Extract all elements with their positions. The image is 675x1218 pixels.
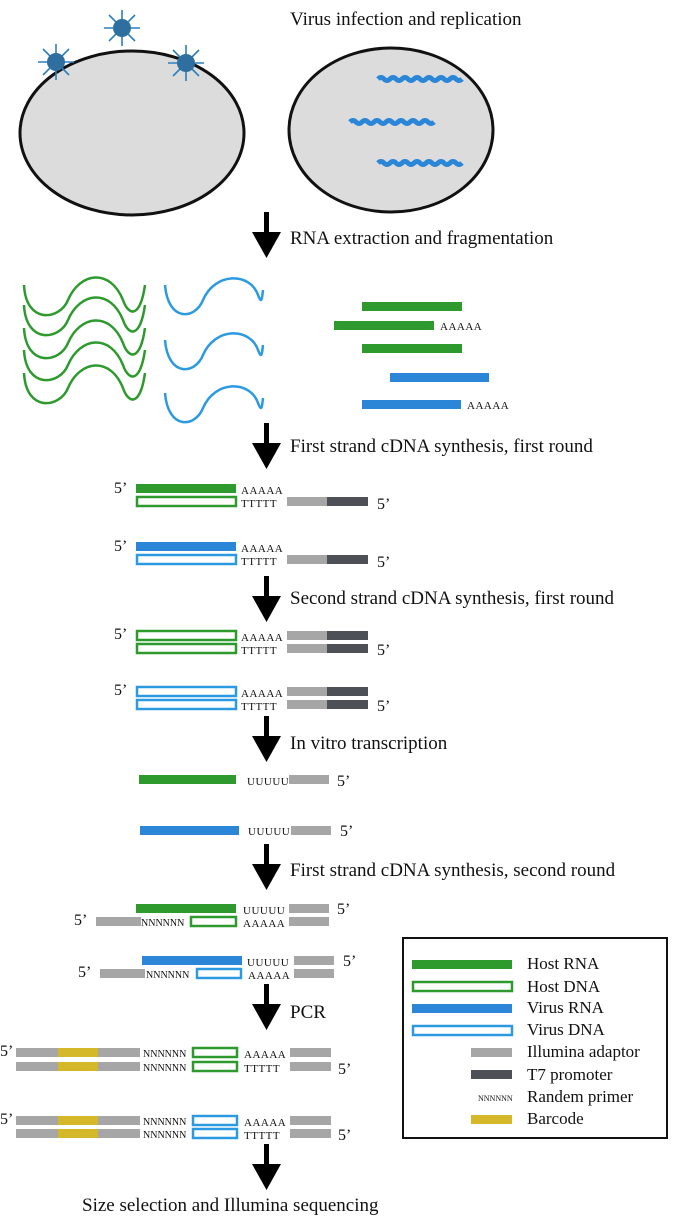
legend-swatch-barcode [471,1115,512,1124]
legend-swatch-host-rna [412,960,512,969]
five-prime-label: 5’ [377,496,390,513]
legend-virus-rna: Virus RNA [527,998,605,1017]
virus-double-strand-construct: 5’ AAAAA TTTTT 5’ [114,682,390,715]
legend-swatch-virus-rna [412,1004,512,1013]
step-title: Virus infection and replication [290,9,522,30]
polyA-label: AAAAA [244,1049,286,1061]
virus-first-strand-construct: 5’ AAAAA TTTTT 5’ [114,538,390,571]
virion-icon [104,10,140,46]
legend-random-primer: Randem primer [527,1087,634,1106]
polyA-label: AAAAA [241,543,283,555]
legend-host-rna: Host RNA [527,954,600,973]
down-arrow-icon [252,716,281,762]
polyU-label: UUUUU [243,905,285,917]
polyA-label: AAAAA [241,485,283,497]
fragmented-rna: AAAAA AAAAA [334,302,509,412]
down-arrow-icon [252,844,281,890]
viral-rna-strand [348,118,436,126]
random-primer-label: NNNNNN [143,1130,186,1141]
host-transcript: UUUUU 5’ [139,773,350,790]
replicating-cell [287,46,495,214]
five-prime-label: 5’ [338,1127,351,1144]
five-prime-label: 5’ [78,964,91,981]
host-double-strand-construct: 5’ AAAAA TTTTT 5’ [114,626,390,659]
step-title: In vitro transcription [290,733,448,754]
step-title: First strand cDNA synthesis, second roun… [290,860,616,881]
host-rna-waves [22,276,147,405]
virus-pcr-product: 5’ NNNNNN NNNNNN AAAAA TTTTT 5’ [0,1111,351,1144]
five-prime-label: 5’ [377,554,390,571]
polyT-label: TTTTT [241,556,277,568]
legend-virus-dna: Virus DNA [527,1020,606,1039]
five-prime-label: 5’ [0,1111,13,1128]
polyT-label: TTTTT [244,1130,280,1142]
step-title: First strand cDNA synthesis, first round [290,436,593,457]
legend-swatch-virus-dna [411,1024,514,1037]
legend-swatch-adaptor [471,1048,512,1057]
legend-swatch-t7 [471,1070,512,1079]
down-arrow-icon [252,984,281,1030]
viral-rna-strand [376,75,464,83]
five-prime-label: 5’ [337,901,350,918]
five-prime-label: 5’ [377,698,390,715]
down-arrow-icon [252,423,281,469]
legend-illumina-adaptor: Illumina adaptor [527,1042,640,1061]
legend-barcode: Barcode [527,1109,584,1128]
polyA-label: AAAAA [440,321,482,333]
virus-second-round-construct: UUUUU 5’ 5’ NNNNNN AAAAA [78,953,356,982]
polyT-label: TTTTT [244,1063,280,1075]
down-arrow-icon [252,212,281,258]
step-title: Second strand cDNA synthesis, first roun… [290,588,615,609]
random-primer-label: NNNNNN [146,970,189,981]
step-title: RNA extraction and fragmentation [290,228,554,249]
virion-icon [38,44,74,80]
polyU-label: UUUUU [247,776,289,788]
five-prime-label: 5’ [343,953,356,970]
polyT-label: TTTTT [241,498,277,510]
random-primer-label: NNNNNN [143,1063,186,1074]
step-title: Size selection and Illumina sequencing [82,1195,379,1216]
legend-t7-promoter: T7 promoter [527,1065,613,1084]
random-primer-label: NNNNNN [141,918,184,929]
five-prime-label: 5’ [114,626,127,643]
five-prime-label: 5’ [337,773,350,790]
down-arrow-icon [252,576,281,622]
legend: Host RNA Host DNA Virus RNA Virus DNA Il… [402,937,668,1139]
five-prime-label: 5’ [114,682,127,699]
polyA-label: AAAAA [243,918,285,930]
five-prime-label: 5’ [74,912,87,929]
legend-random-glyph: NNNNNN [478,1094,513,1103]
polyA-label: AAAAA [241,688,283,700]
legend-host-dna: Host DNA [527,977,601,996]
polyT-label: TTTTT [241,701,277,713]
five-prime-label: 5’ [114,480,127,497]
five-prime-label: 5’ [377,642,390,659]
polyU-label: UUUUU [247,957,289,969]
polyU-label: UUUUU [248,826,290,838]
infected-cell [18,49,246,217]
five-prime-label: 5’ [340,823,353,840]
virus-rna-waves [163,277,265,424]
polyA-label: AAAAA [467,400,509,412]
host-first-strand-construct: 5’ AAAAA TTTTT 5’ [114,480,390,513]
step-title: PCR [290,1002,326,1023]
viral-rna-strand [376,159,464,167]
polyA-label: AAAAA [241,632,283,644]
random-primer-label: NNNNNN [143,1117,186,1128]
host-pcr-product: 5’ NNNNNN NNNNNN AAAAA TTTTT 5’ [0,1043,351,1078]
virion-icon [168,45,204,81]
host-second-round-construct: UUUUU 5’ 5’ NNNNNN AAAAA [74,901,350,930]
polyA-label: AAAAA [244,1117,286,1129]
legend-swatch-host-dna [411,980,514,993]
down-arrow-icon [252,1144,281,1190]
virus-transcript: UUUUU 5’ [140,823,353,840]
polyA-label: AAAAA [248,970,290,982]
five-prime-label: 5’ [114,538,127,555]
polyT-label: TTTTT [241,645,277,657]
five-prime-label: 5’ [0,1043,13,1060]
random-primer-label: NNNNNN [143,1049,186,1060]
five-prime-label: 5’ [338,1061,351,1078]
